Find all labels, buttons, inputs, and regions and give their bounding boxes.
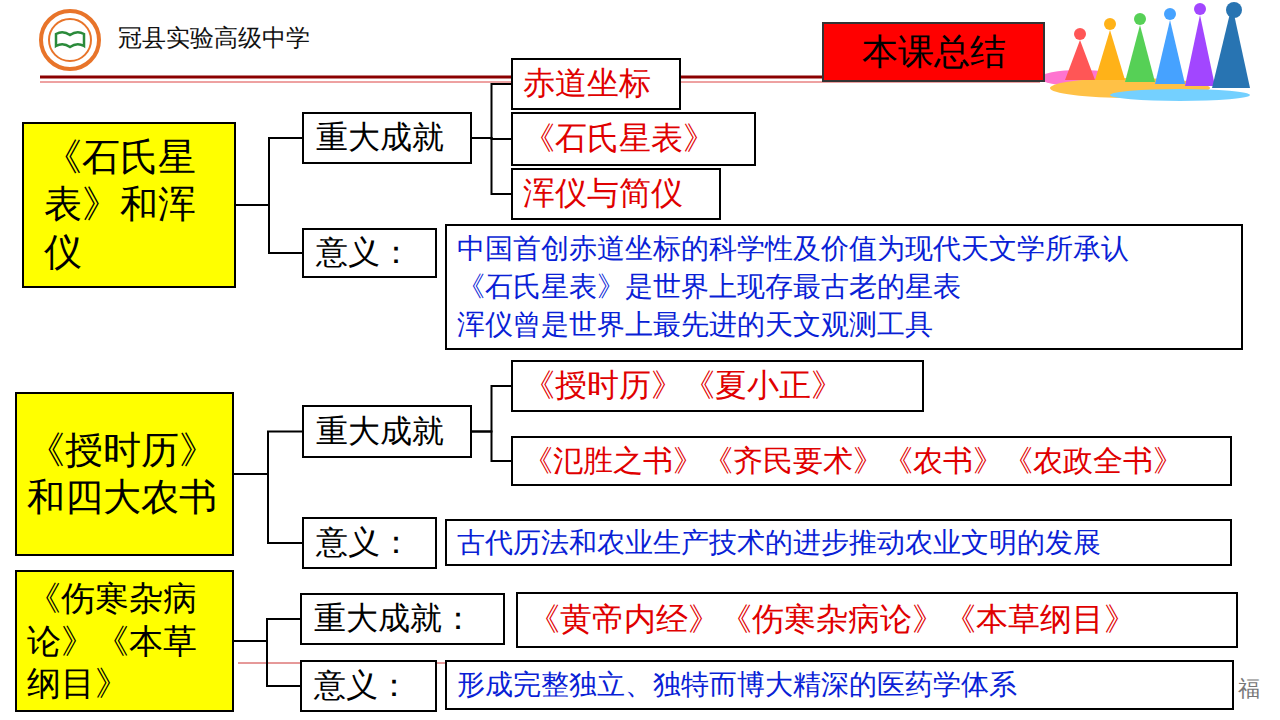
significance-text: 《石氏星表》是世界上现存最古老的星表 [457,268,1231,306]
title-box: 本课总结 [822,22,1045,82]
box-text: 《黄帝内经》《伤寒杂病论》《本草纲目》 [528,598,1226,642]
category-box: 重大成就 [302,405,472,458]
achievement-box: 《氾胜之书》《齐民要术》《农书》《农政全书》 [511,436,1232,486]
achievement-box: 《授时历》《夏小正》 [511,360,924,412]
box-text: 意义： [316,521,423,565]
significance-box: 形成完整独立、独特而博大精深的医药学体系 [445,660,1234,710]
box-text: 《石氏星表》和浑仪 [44,134,214,277]
significance-box: 古代历法和农业生产技术的进步推动农业文明的发展 [445,519,1232,566]
bracket-connector [472,432,511,462]
box-text: 浑仪与简仪 [523,172,709,216]
box-text: 重大成就： [314,597,491,641]
significance-text: 中国首创赤道坐标的科学性及价值为现代天文学所承认 [457,230,1231,268]
box-text: 意义： [314,664,423,708]
significance-text: 古代历法和农业生产技术的进步推动农业文明的发展 [457,524,1220,562]
category-box: 意义： [302,517,437,569]
significance-text: 浑仪曾是世界上最先进的天文观测工具 [457,306,1231,344]
bracket-connector [236,205,302,253]
category-box: 意义： [302,228,437,278]
runners-picture [1040,2,1250,101]
significance-box: 中国首创赤道坐标的科学性及价值为现代天文学所承认《石氏星表》是世界上现存最古老的… [445,224,1243,350]
topic-box: 《授时历》和四大农书 [15,392,234,556]
school-logo [41,11,99,69]
category-box: 意义： [300,660,437,712]
box-text: 《授时历》《夏小正》 [523,364,912,408]
box-text: 《石氏星表》 [523,117,744,161]
bracket-connector [234,432,302,475]
box-text: 《授时历》和四大农书 [27,427,222,522]
bracket-connector [472,84,511,138]
box-text: 重大成就 [316,410,458,454]
achievement-box: 《黄帝内经》《伤寒杂病论》《本草纲目》 [516,592,1238,648]
box-text: 本课总结 [862,28,1006,77]
box-text: 《氾胜之书》《齐民要术》《农书》《农政全书》 [523,441,1220,482]
achievement-box: 《石氏星表》 [511,112,756,166]
achievement-box: 浑仪与简仪 [511,168,721,220]
box-text: 《伤寒杂病论》《本草纲目》 [27,577,222,705]
box-text: 意义： [316,231,423,275]
bracket-connector [472,386,511,432]
topic-box: 《伤寒杂病论》《本草纲目》 [15,570,234,712]
bracket-connector [234,619,300,641]
bracket-connector [236,138,302,205]
bracket-connector [472,138,511,194]
school-name: 冠县实验高级中学 [118,22,310,54]
box-text: 重大成就 [316,116,458,160]
achievement-box: 赤道坐标 [511,58,681,110]
topic-box: 《石氏星表》和浑仪 [22,122,236,288]
category-box: 重大成就： [300,593,505,645]
box-text: 赤道坐标 [523,62,669,106]
category-box: 重大成就 [302,112,472,164]
bracket-connector [234,474,302,543]
significance-text: 形成完整独立、独特而博大精深的医药学体系 [457,666,1222,704]
bracket-connector [234,641,300,686]
watermark-char: 福 [1238,674,1260,704]
